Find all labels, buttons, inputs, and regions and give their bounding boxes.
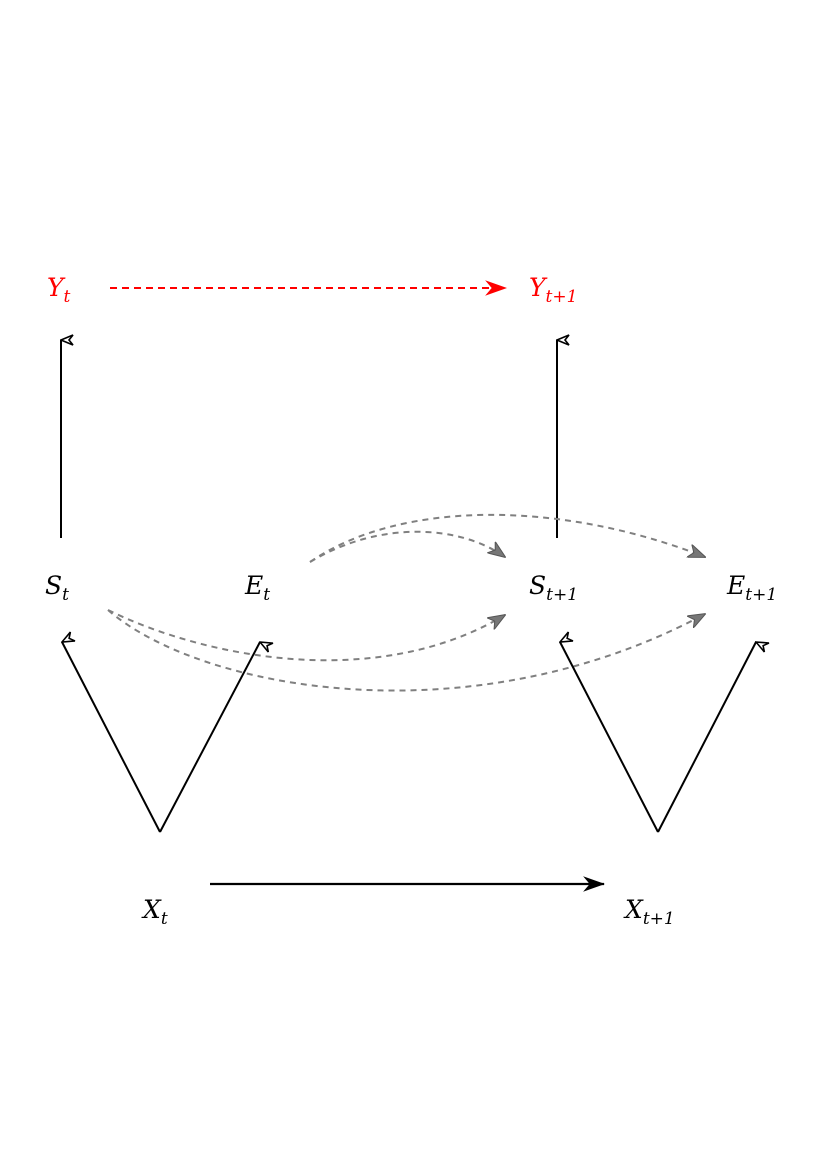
node-s-t: St	[45, 571, 69, 605]
node-x-t-base: X	[141, 895, 162, 924]
node-y-t-base: Y	[47, 273, 66, 302]
node-y-t-sub: t	[64, 287, 71, 307]
edge-x-t-to-e-t	[159, 642, 260, 833]
edge-x-t1-to-s-t1	[560, 642, 659, 833]
node-y-t: Yt	[47, 273, 71, 307]
node-s-t-sub: t	[62, 585, 69, 605]
edge-x-t1-to-e-t1	[657, 642, 756, 833]
edge-s-t-to-s-t1	[107, 609, 505, 662]
node-e-t1: Et+1	[726, 571, 777, 605]
node-x-t-sub: t	[161, 909, 168, 929]
edge-s-t-to-e-t1	[107, 609, 705, 692]
node-s-t-base: S	[45, 571, 62, 600]
node-x-t1-sub: t+1	[643, 909, 675, 929]
edge-x-t-to-s-t	[62, 642, 161, 833]
node-e-t1-base: E	[726, 571, 745, 600]
edge-e-t-to-s-t1	[309, 530, 505, 563]
node-e-t1-sub: t+1	[745, 585, 777, 605]
node-s-t1-sub: t+1	[546, 585, 578, 605]
node-x-t1: Xt+1	[623, 895, 675, 929]
node-x-t1-base: X	[623, 895, 644, 924]
node-e-t-sub: t	[263, 585, 270, 605]
edge-e-t-to-e-t1	[309, 513, 705, 563]
node-e-t: Et	[244, 571, 270, 605]
node-s-t1: St+1	[529, 571, 578, 605]
node-e-t-base: E	[244, 571, 263, 600]
node-y-t1: Yt+1	[529, 273, 577, 307]
node-x-t: Xt	[141, 895, 168, 929]
node-s-t1-base: S	[529, 571, 546, 600]
node-y-t1-sub: t+1	[546, 287, 578, 307]
node-y-t1-base: Y	[529, 273, 548, 302]
